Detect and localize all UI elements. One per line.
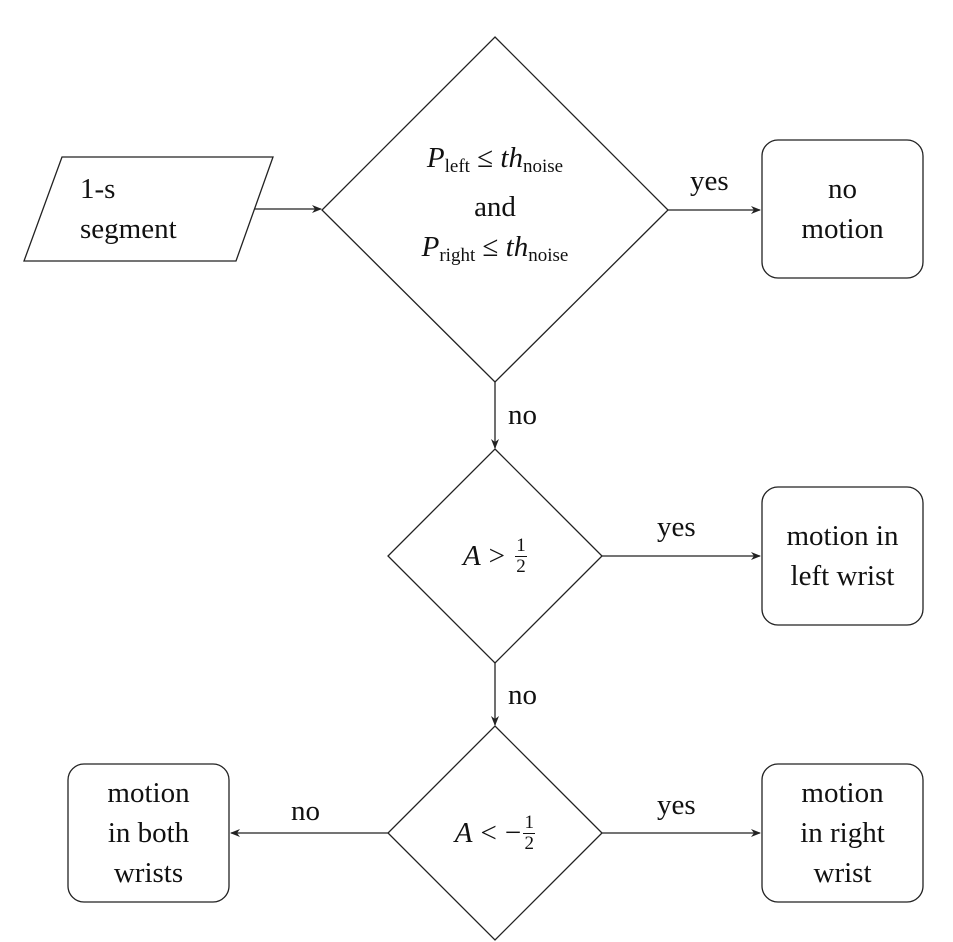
both-wrists-label: motion in both wrists — [107, 777, 190, 889]
edge-label-d1-yes: yes — [690, 165, 729, 197]
left-wrist-box — [761, 486, 924, 626]
edge-label-d1-no: no — [508, 399, 537, 431]
decision2-op: > — [488, 540, 506, 572]
input-line-1: 1-s — [80, 173, 116, 205]
decision3-sign: − — [504, 817, 522, 849]
input-parallelogram — [23, 156, 274, 262]
no-motion-label: no motion — [801, 173, 884, 245]
input-line-2: segment — [80, 213, 177, 245]
edge-label-d2-yes: yes — [657, 511, 696, 543]
no-motion-box — [761, 139, 924, 279]
edge-label-d2-no: no — [508, 679, 537, 711]
decision-a-lt-neg-half-diamond — [387, 725, 603, 941]
right-wrist-box — [761, 763, 924, 903]
left-wrist-label: motion in left wrist — [786, 520, 899, 592]
decision1-cond-right: Pright ≤ thnoise — [421, 231, 569, 266]
right-wrist-label: motion in right wrist — [800, 777, 885, 889]
decision1-label: Pleft ≤ thnoise and Pright ≤ thnoise — [360, 142, 630, 272]
both-wrists-box — [67, 763, 230, 903]
decision3-var: A — [454, 817, 473, 849]
decision3-op: < — [480, 817, 497, 849]
decision1-cond-left: Pleft ≤ thnoise — [426, 142, 564, 177]
input-label: 1-s segment — [52, 165, 242, 253]
edge-label-d3-no: no — [291, 795, 320, 827]
edge-label-d3-yes: yes — [657, 789, 696, 821]
decision2-var: A — [462, 540, 481, 572]
decision1-and: and — [474, 191, 516, 223]
